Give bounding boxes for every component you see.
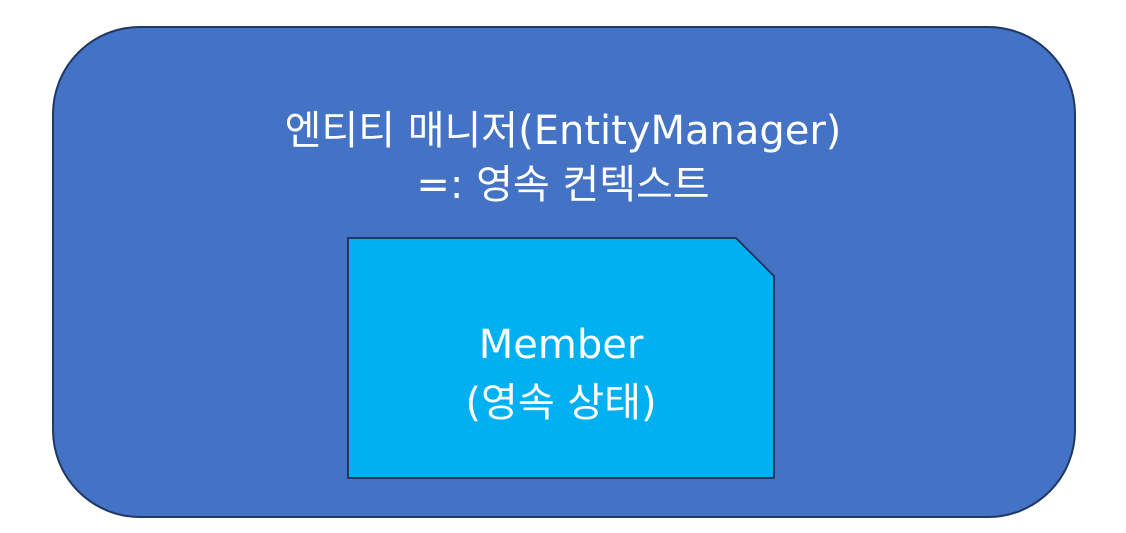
persistence-context-label: =: 영속 컨텍스트 bbox=[416, 162, 710, 208]
member-entity-box bbox=[347, 237, 775, 479]
member-entity-name: Member bbox=[478, 322, 644, 368]
member-entity-state: (영속 상태) bbox=[465, 380, 657, 426]
entity-manager-title: 엔티티 매니저(EntityManager) bbox=[284, 108, 842, 154]
